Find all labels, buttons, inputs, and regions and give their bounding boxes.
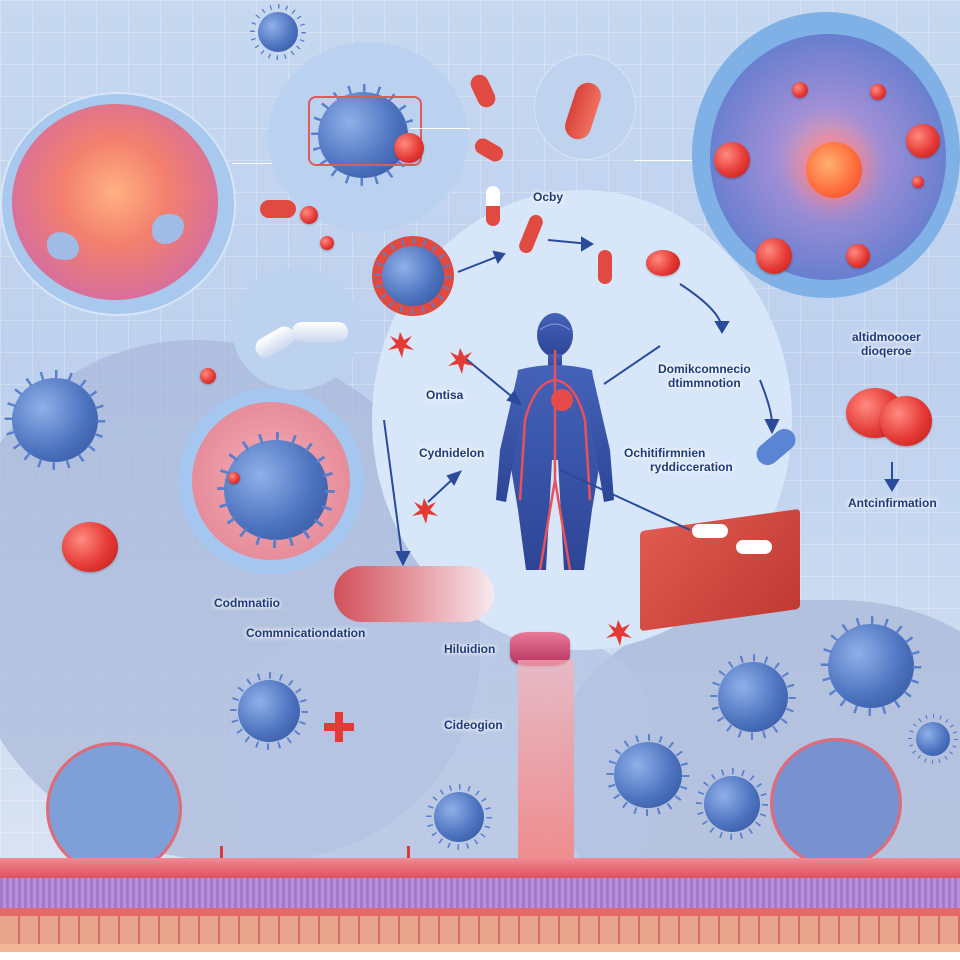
- bottom-left-inset: [46, 742, 182, 876]
- red-cell: [846, 244, 870, 268]
- label-top-center: Ocby: [533, 190, 564, 204]
- label-right-upper-line2: dioqeroe: [861, 344, 912, 358]
- red-cell: [200, 368, 216, 384]
- label-bottom-center: Hiluidion: [444, 642, 496, 656]
- red-cell: [228, 472, 240, 484]
- red-cell: [320, 236, 334, 250]
- virus-cell: [828, 624, 914, 708]
- red-cell: [646, 250, 680, 276]
- virus-cell: [258, 12, 298, 52]
- label-right-mid: Domikcomnecio dtimmnotion: [658, 362, 751, 390]
- white-capsule: [292, 322, 348, 342]
- virus-cell: [224, 440, 328, 540]
- label-right-inner-line1: Ochitifirmnien: [624, 446, 706, 460]
- virus-cell: [704, 776, 760, 832]
- tissue-layer-purple: [0, 878, 960, 908]
- red-cell: [870, 84, 886, 100]
- red-cell: [906, 124, 940, 158]
- label-left-lower-1: Codmnatiio: [214, 596, 280, 610]
- red-cell: [714, 142, 750, 178]
- inflammation-burst-inset: [692, 12, 960, 298]
- red-cell: [62, 522, 118, 572]
- virus-cell: [614, 742, 682, 808]
- medical-cross-icon: [324, 712, 354, 742]
- bottom-margin: [0, 952, 960, 960]
- label-left-inner-mid: Cydnidelon: [419, 446, 485, 460]
- label-right-mid-line1: Domikcomnecio: [658, 362, 751, 376]
- red-cell: [880, 396, 932, 446]
- label-left-inner-top: Ontisa: [426, 388, 464, 402]
- virus-cell: [238, 680, 300, 742]
- label-right-mid-line2: dtimmnotion: [668, 376, 741, 390]
- label-right-inner-line2: ryddicceration: [650, 460, 733, 474]
- virus-cell: [12, 378, 98, 462]
- inflamed-nucleus: [806, 142, 862, 198]
- capsule-container: [334, 566, 494, 622]
- connector-line: [410, 128, 470, 129]
- connector-line: [634, 160, 694, 161]
- virus-cell: [916, 722, 950, 756]
- label-right-inner: Ochitifirmnien ryddicceration: [624, 446, 733, 474]
- human-body-figure: [496, 313, 614, 570]
- label-right-upper-line1: altidmoooer: [852, 330, 921, 344]
- white-capsule: [692, 524, 728, 538]
- label-bottom-lower: Cideogion: [444, 718, 503, 732]
- virus-cell: [318, 92, 408, 178]
- immune-cell-icon: [47, 232, 79, 260]
- red-capsule: [598, 250, 612, 284]
- red-capsule: [260, 200, 296, 218]
- virus-cell: [382, 246, 444, 306]
- red-cell: [756, 238, 792, 274]
- cell-frame: [308, 96, 422, 166]
- tissue-layer-bricks: [0, 908, 960, 952]
- red-capsule: [486, 186, 500, 226]
- white-capsule: [736, 540, 772, 554]
- label-right-edge: Antcinfirmation: [848, 496, 937, 510]
- virus-cell: [434, 792, 484, 842]
- tissue-layer-red: [0, 858, 960, 878]
- label-right-upper: altidmoooer dioqeroe: [852, 330, 921, 358]
- inflamed-tissue-inset: [0, 92, 236, 316]
- red-cell: [792, 82, 808, 98]
- red-cell: [912, 176, 924, 188]
- label-left-lower-2: Commnicationdation: [246, 626, 366, 640]
- red-cell: [300, 206, 318, 224]
- red-cell: [394, 133, 424, 163]
- virus-cell: [718, 662, 788, 732]
